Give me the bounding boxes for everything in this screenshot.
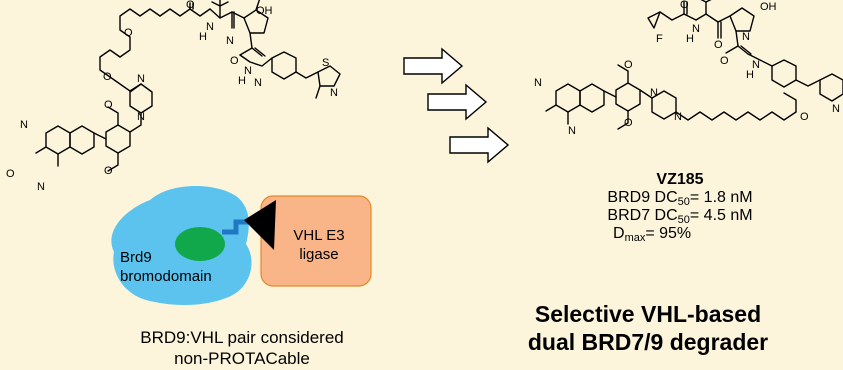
atom-label: N [650, 87, 658, 99]
vhl-label: VHL E3 ligase [284, 226, 354, 264]
right-molecule [545, 0, 843, 130]
atom-label: O [720, 55, 729, 67]
atom-label: N [752, 59, 760, 71]
atom-label: O [104, 165, 113, 177]
vhl-ligand-triangle [244, 200, 276, 250]
atom-label: N [137, 111, 145, 123]
brd9-label: Brd9 bromodomain [120, 248, 212, 286]
ternary-cartoon [111, 185, 372, 305]
right-arrow-icon [403, 47, 464, 85]
atom-label: O [624, 117, 633, 129]
atom-label: N [330, 87, 338, 99]
atom-label: N [244, 65, 252, 77]
caption-line1: BRD9:VHL pair considered [140, 328, 344, 347]
atom-label: F [656, 33, 663, 45]
arrow-group [403, 47, 510, 164]
atom-label: OH [256, 5, 273, 17]
headline-line1: Selective VHL-based [534, 301, 762, 327]
vhl-e3-ligase-box [260, 195, 372, 287]
atom-label: O [124, 27, 133, 39]
atom-label: N [568, 125, 576, 137]
atom-label: OH [760, 1, 777, 13]
atom-label: N [832, 103, 840, 115]
atom-label: N [226, 35, 234, 47]
compound-name: VZ185 [656, 171, 704, 188]
atom-label: O [6, 168, 15, 180]
right-arrow-icon [427, 83, 488, 121]
left-molecule-atoms: O O N H O OH N N O N H S N N N O O N O N [6, 0, 338, 193]
caption-line2: non-PROTACable [174, 349, 310, 368]
headline-line2: dual BRD7/9 degrader [527, 329, 769, 355]
vhl-label-line2: ligase [299, 246, 339, 263]
atom-label: O [186, 0, 195, 11]
atom-label: N [692, 23, 700, 35]
left-molecule [35, 0, 341, 172]
atom-label: O [800, 111, 809, 123]
atom-label: N [20, 119, 28, 131]
right-arrow-icon [449, 126, 510, 164]
dmax: Dmax= 95% [613, 225, 692, 244]
right-molecule-atoms: F N H O OH N O O N H O N N N O O N N [534, 0, 840, 137]
atom-label: N [674, 111, 682, 123]
atom-label: O [230, 55, 239, 67]
brd9-label-line1: Brd9 [120, 249, 152, 266]
atom-label: O [680, 0, 689, 11]
atom-label: N [37, 181, 45, 193]
atom-label: O [624, 59, 633, 71]
atom-label: S [322, 57, 329, 69]
brd9-label-line2: bromodomain [120, 268, 212, 285]
headline: Selective VHL-based dual BRD7/9 degrader [488, 300, 808, 356]
brd9-dc50: BRD9 DC50= 1.8 nM [607, 189, 753, 208]
atom-label: H [199, 31, 207, 43]
atom-label: N [534, 77, 542, 89]
atom-label: H [238, 75, 246, 87]
atom-label: N [206, 21, 214, 33]
brd7-dc50: BRD7 DC50= 4.5 nM [607, 207, 753, 226]
atom-label: O [104, 99, 113, 111]
atom-label: N [742, 31, 750, 43]
compound-info: VZ185 BRD9 DC50= 1.8 nM BRD7 DC50= 4.5 n… [580, 171, 780, 244]
linker-shape [222, 219, 252, 235]
vhl-label-line1: VHL E3 [293, 227, 345, 244]
cartoon-caption: BRD9:VHL pair considered non-PROTACable [92, 327, 392, 369]
atom-label: N [137, 73, 145, 85]
atom-label: O [103, 71, 112, 83]
atom-label: N [254, 77, 262, 89]
atom-label: H [686, 33, 694, 45]
atom-label: H [746, 69, 754, 81]
brd9-ligand-shape [175, 227, 225, 261]
atom-label: O [714, 39, 723, 51]
